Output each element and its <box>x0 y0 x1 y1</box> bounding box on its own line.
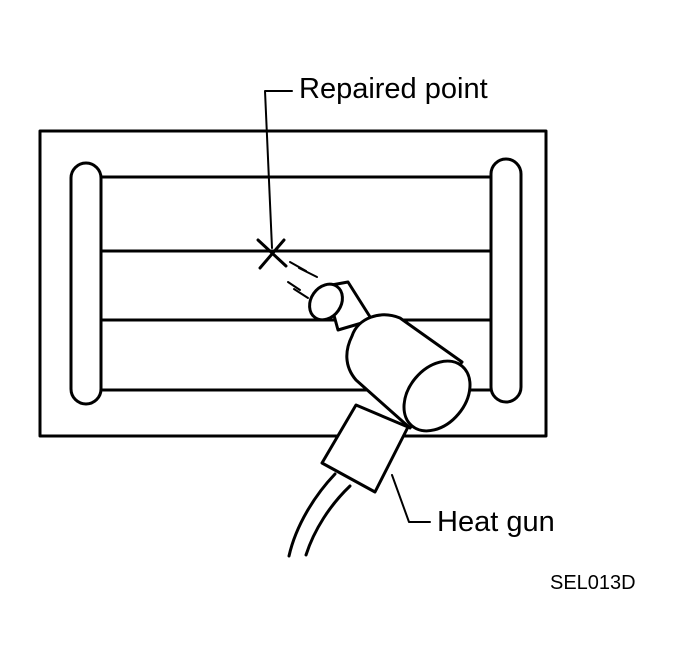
heat-gun-label: Heat gun <box>437 506 555 538</box>
heat-gun-handle <box>320 403 410 494</box>
repaired-point-marker <box>256 238 288 270</box>
figure-code: SEL013D <box>550 572 636 594</box>
left-bus-bar <box>69 161 103 406</box>
heat-gun-nozzle <box>308 280 374 332</box>
right-bus-bar <box>489 157 523 404</box>
repaired-point-label: Repaired point <box>299 73 488 105</box>
heat-flow-marks <box>287 261 318 299</box>
heat-gun-body <box>345 313 472 433</box>
window-glass-panel <box>38 129 548 438</box>
heat-gun-leader <box>391 474 431 523</box>
repaired-point-leader <box>264 90 293 249</box>
heat-gun-cord <box>287 472 352 558</box>
